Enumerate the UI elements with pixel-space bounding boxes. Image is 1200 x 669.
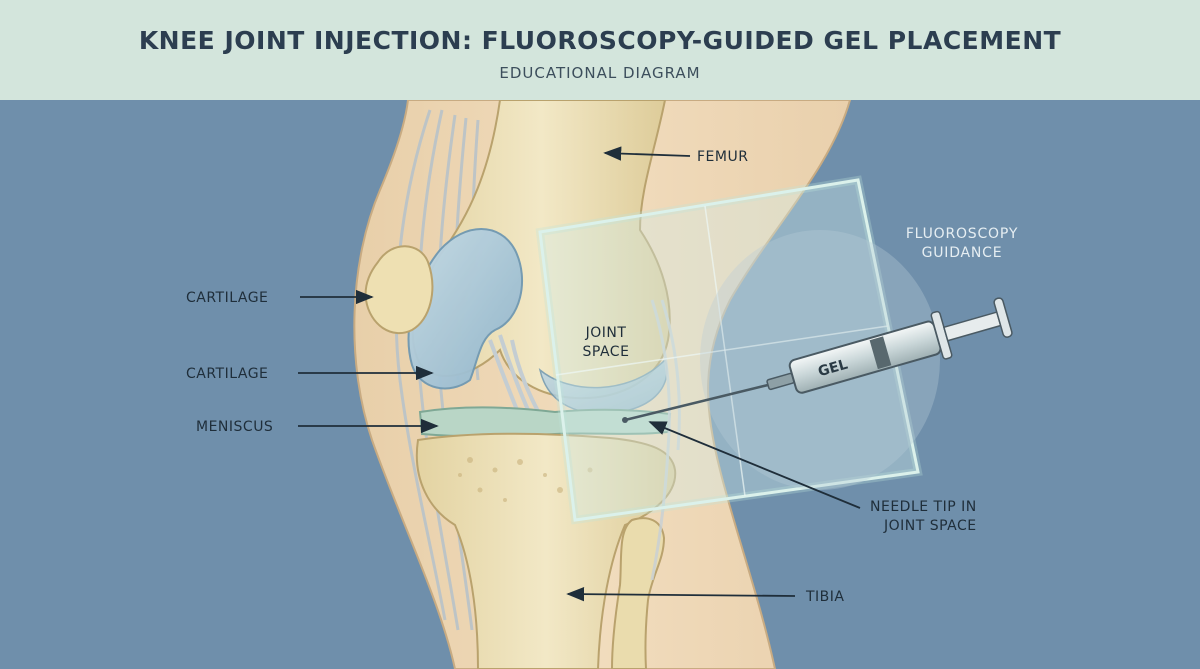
fibula-bone (610, 517, 666, 669)
fluoroscopy-panel (535, 175, 923, 525)
joint-space-label-line2: SPACE (583, 344, 630, 360)
syringe: GEL (766, 297, 1013, 394)
cartilage-lower-label: CARTILAGE (186, 366, 268, 382)
syringe-label: GEL (816, 357, 849, 381)
needle-tip-arrow (648, 421, 861, 509)
needle (624, 383, 769, 422)
syringe-thumb-rest (993, 297, 1013, 338)
femoral-cartilage (407, 228, 523, 390)
femur-label: FEMUR (697, 149, 748, 165)
fluoroscopy-label-line2: GUIDANCE (922, 245, 1003, 261)
lateral-ligaments (650, 299, 681, 581)
syringe-plunger-seal (869, 336, 892, 370)
tibia-arrow (566, 586, 796, 602)
tibia-label: TIBIA (805, 589, 845, 605)
needle-tip-label-line1: NEEDLE TIP IN (870, 499, 977, 515)
condyle-cartilage (538, 358, 668, 415)
cartilage-upper-label: CARTILAGE (186, 290, 268, 306)
page-title: KNEE JOINT INJECTION: FLUOROSCOPY-GUIDED… (138, 26, 1062, 55)
syringe-plunger-rod (942, 311, 1002, 342)
femur-arrow (603, 146, 691, 161)
meniscus-label: MENISCUS (196, 419, 273, 435)
fluoroscopy-label-line1: FLUOROSCOPY (906, 226, 1018, 242)
label-arrows (298, 146, 861, 602)
needle-tip (622, 417, 628, 423)
tibia-bone (415, 432, 677, 669)
needle-tip-label-line2: JOINT SPACE (883, 518, 977, 534)
header-banner: KNEE JOINT INJECTION: FLUOROSCOPY-GUIDED… (0, 0, 1200, 100)
bone-texture (458, 457, 593, 502)
page-subtitle: EDUCATIONAL DIAGRAM (499, 64, 701, 82)
joint-space-label-line1: JOINT (585, 325, 627, 341)
